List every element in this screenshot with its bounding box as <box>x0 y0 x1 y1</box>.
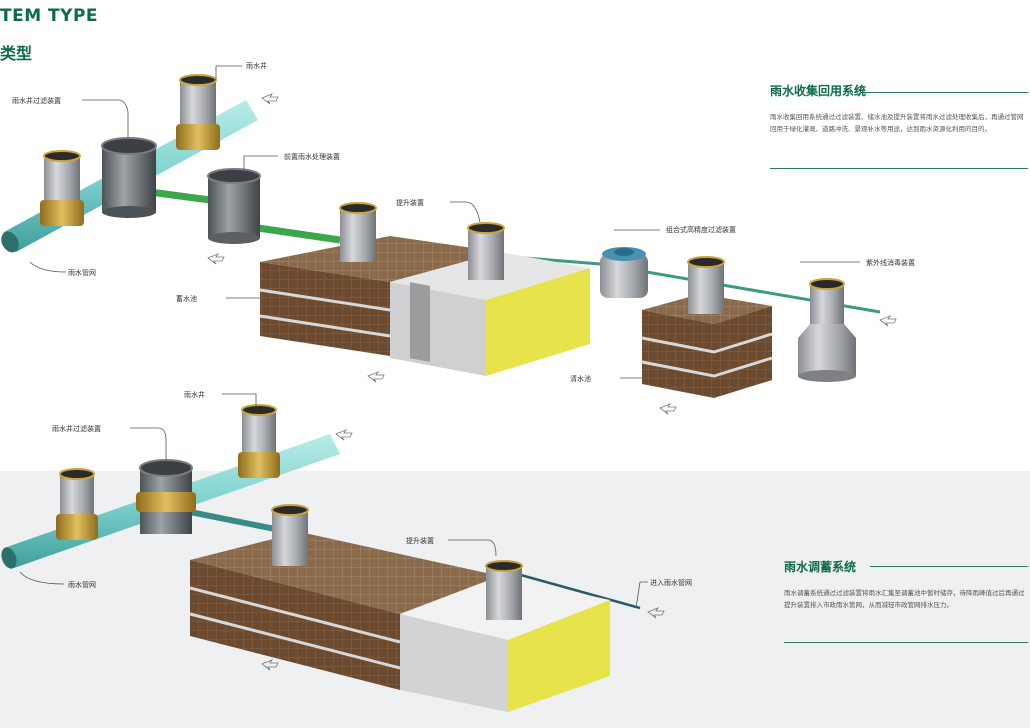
harvest-panel: 雨水收集回用系统 雨水收集回用系统通过过滤装置、储水池及提升装置将雨水过滤处理收… <box>770 82 1028 135</box>
top-storage-tank <box>259 236 590 376</box>
label-top-lift: 提升装置 <box>396 198 424 207</box>
label-top-rain-well: 雨水井 <box>246 61 267 70</box>
regulation-bottom-rule <box>784 642 1028 643</box>
bottom-lift-2 <box>485 560 523 620</box>
label-bottom-well-filter: 雨水井过滤装置 <box>52 424 101 433</box>
bottom-labels: 雨水井 雨水井过滤装置 雨水管网 提升装置 进入雨水管网 <box>52 390 692 589</box>
top-clean-tank <box>641 294 773 398</box>
bottom-rain-well-1 <box>56 468 98 540</box>
label-top-combo-filter: 组合式高精度过滤装置 <box>666 225 736 234</box>
top-labels: 雨水井 雨水井过滤装置 前置雨水处理装置 雨水管网 提升装置 组合式高精度过滤装… <box>12 61 915 383</box>
label-top-disinfect: 紫外线消毒装置 <box>866 258 915 267</box>
top-green-pipe <box>149 188 341 244</box>
bottom-rain-well-2 <box>238 404 280 478</box>
label-top-pre-filter: 前置雨水处理装置 <box>284 152 340 161</box>
regulation-panel-body: 雨水调蓄系统通过过滤装置将雨水汇集至调蓄池中暂时储存，待降雨峰值过后再通过提升装… <box>784 589 1025 609</box>
bottom-connector-pipe <box>189 509 281 533</box>
top-rain-well-filter <box>101 137 157 218</box>
top-pre-filter <box>207 168 261 244</box>
regulation-panel-title: 雨水调蓄系统 <box>784 560 857 574</box>
label-bottom-lift: 提升装置 <box>406 536 434 545</box>
regulation-panel: 雨水调蓄系统 雨水调蓄系统通过过滤装置将雨水汇集至调蓄池中暂时储存，待降雨峰值过… <box>784 558 1028 611</box>
top-rain-well-1 <box>40 150 84 226</box>
label-bottom-pipe: 雨水管网 <box>68 580 96 589</box>
top-rain-well-2 <box>176 74 220 150</box>
bottom-leader-lines <box>19 393 648 609</box>
harvest-bottom-rule <box>770 168 1028 169</box>
label-top-pipe: 雨水管网 <box>68 268 96 277</box>
label-bottom-rain-well: 雨水井 <box>184 390 205 399</box>
bottom-storage-tank <box>189 532 610 712</box>
top-combo-filter <box>600 247 648 298</box>
top-system: 雨水井 雨水井过滤装置 前置雨水处理装置 雨水管网 提升装置 组合式高精度过滤装… <box>1 61 915 415</box>
bottom-flow-arrow-icons <box>261 429 665 671</box>
bottom-lift-1 <box>271 504 309 566</box>
harvest-title-rule <box>860 92 1028 93</box>
bottom-outlet-pipe <box>509 570 641 610</box>
label-top-storage: 蓄水池 <box>176 294 197 303</box>
harvest-panel-body: 雨水收集回用系统通过过滤装置、储水池及提升装置将雨水过滤处理收集后，再通过管网回… <box>770 113 1024 133</box>
top-lift-2 <box>467 222 505 280</box>
bottom-rain-well-filter <box>136 459 196 534</box>
flow-arrow-icons <box>207 93 897 415</box>
label-top-clean-tank: 清水池 <box>570 374 591 383</box>
top-lift-3 <box>687 256 725 314</box>
label-top-well-filter: 雨水井过滤装置 <box>12 96 61 105</box>
regulation-title-rule <box>870 566 1028 567</box>
label-bottom-to-network: 进入雨水管网 <box>650 578 692 587</box>
top-uv-disinfect <box>798 278 856 382</box>
page-title-cn: 类型 <box>0 44 33 63</box>
top-leader-lines <box>29 65 860 379</box>
bottom-system: 雨水井 雨水井过滤装置 雨水管网 提升装置 进入雨水管网 <box>1 390 692 712</box>
page-title-en: TEM TYPE <box>0 6 99 26</box>
harvest-panel-title: 雨水收集回用系统 <box>770 84 867 98</box>
top-lift-1 <box>339 202 377 262</box>
